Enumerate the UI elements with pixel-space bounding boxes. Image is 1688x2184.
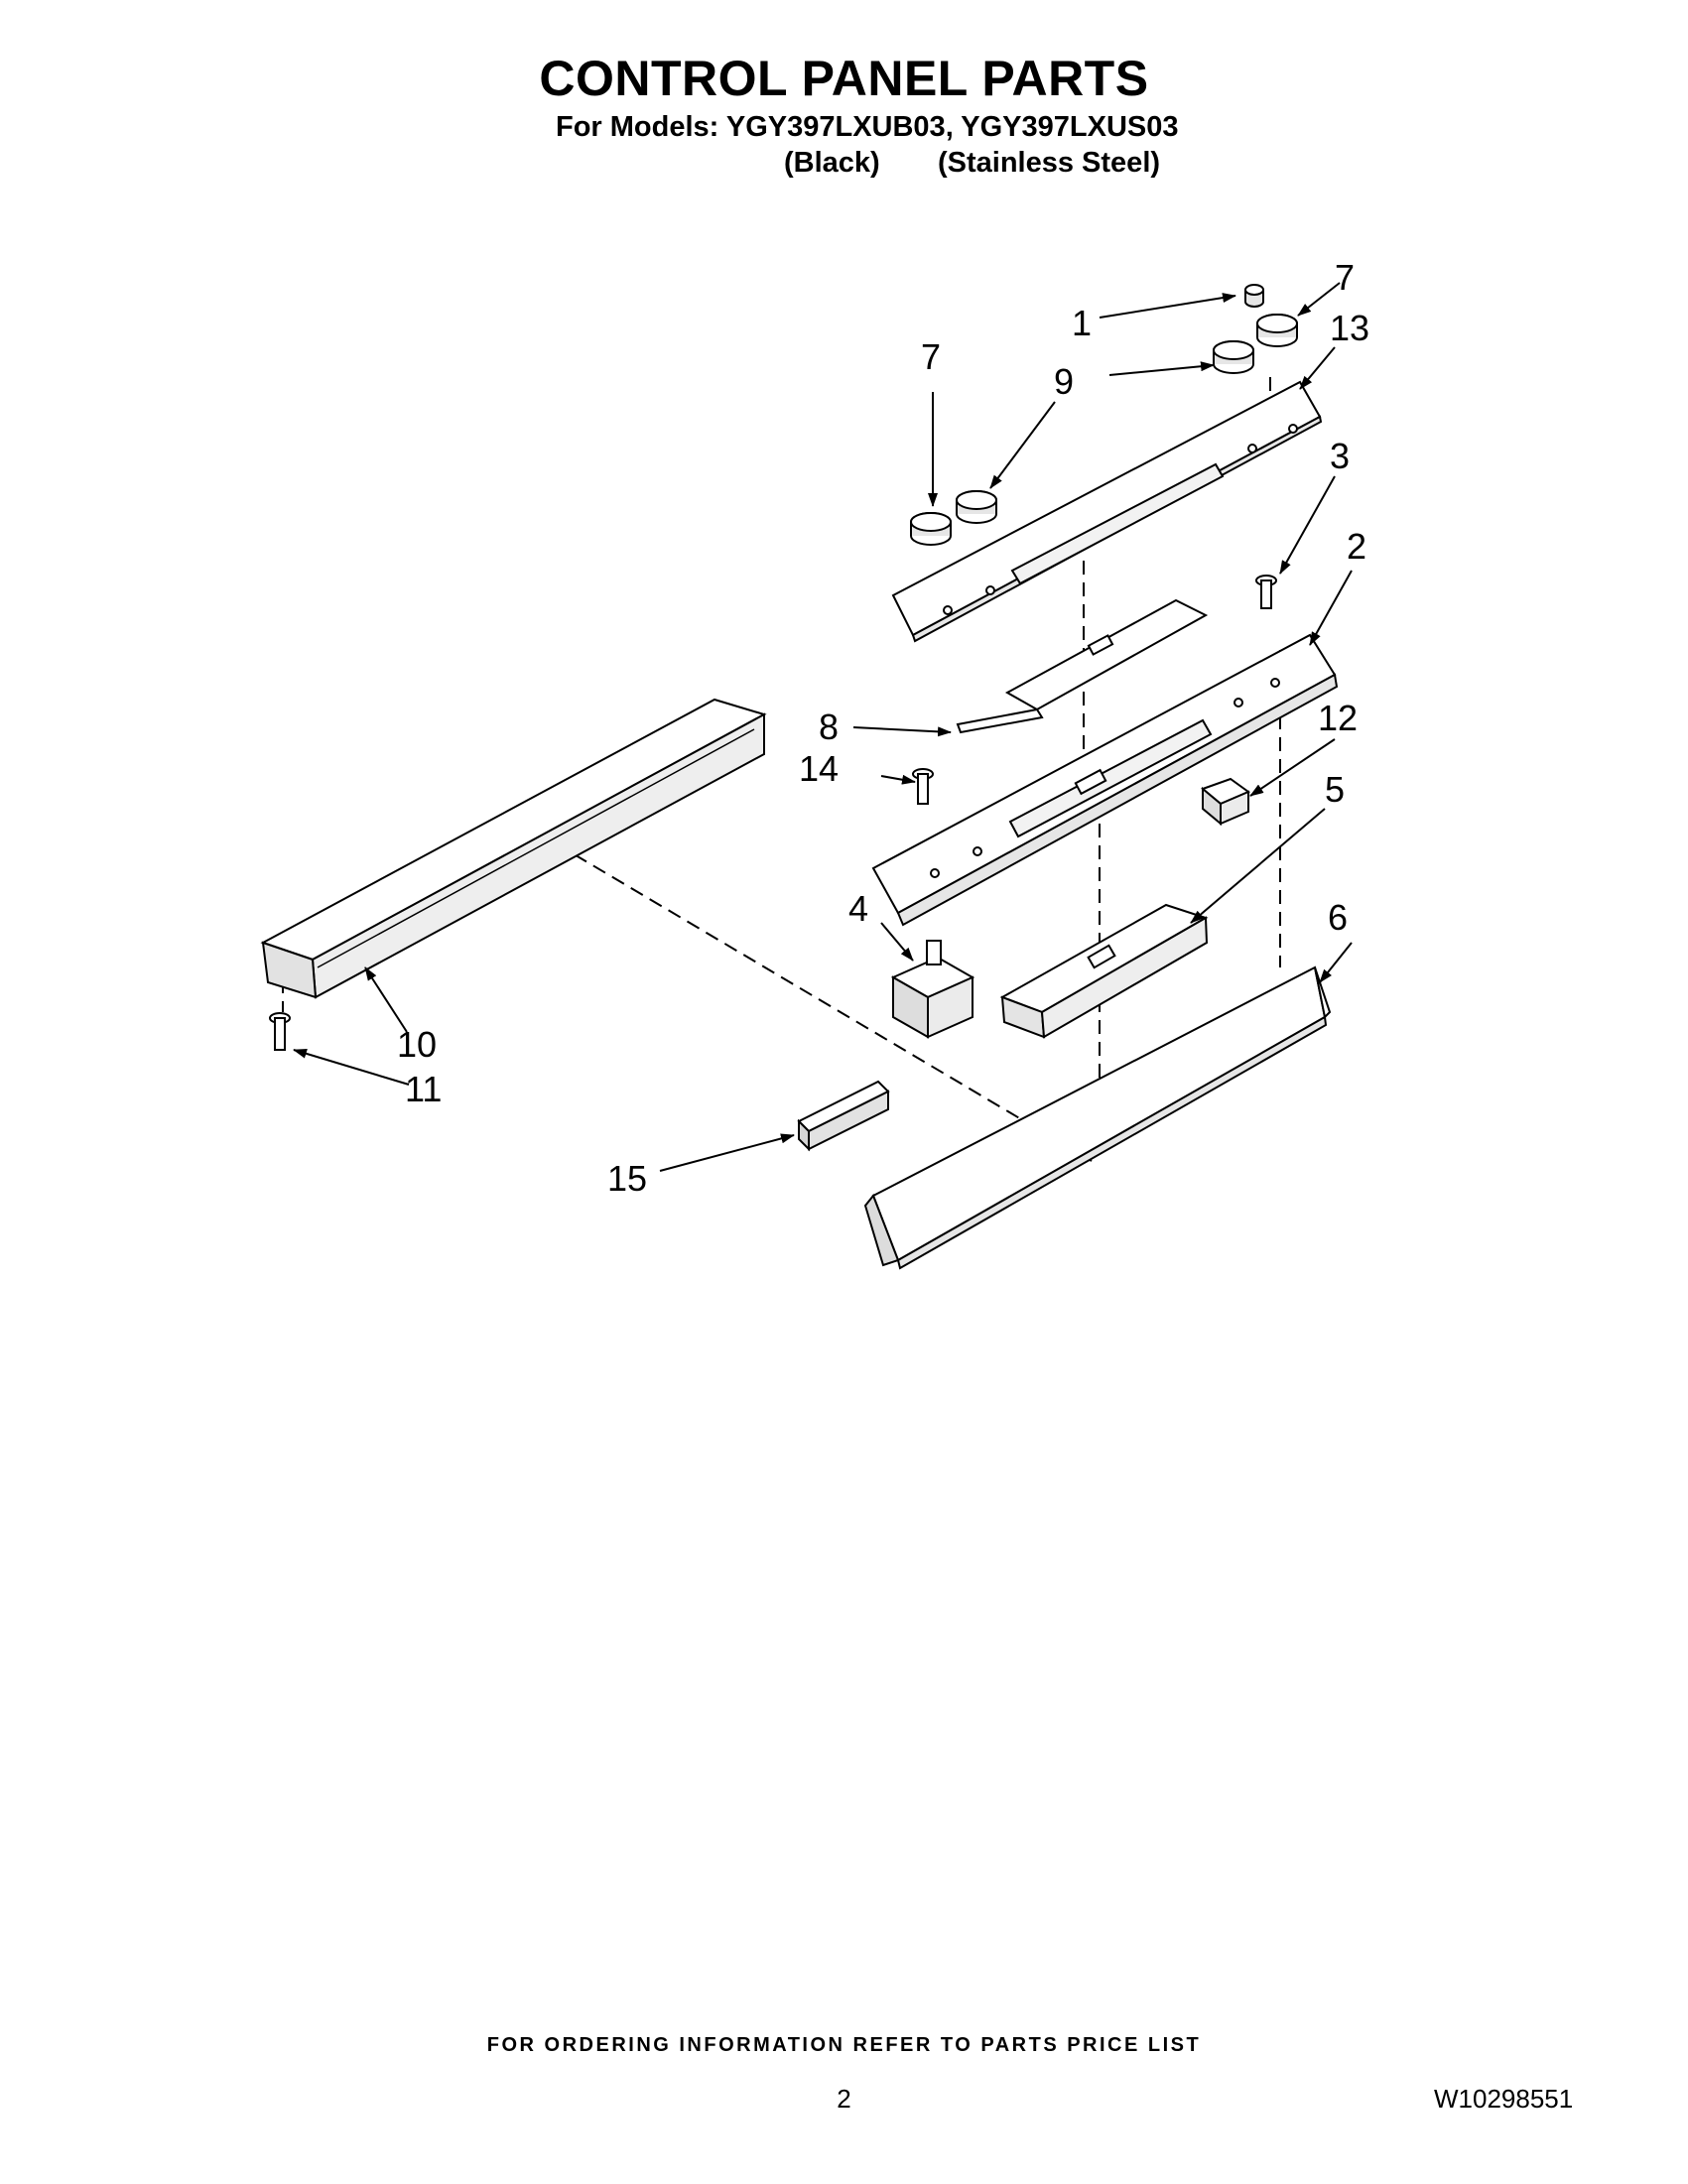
- callout-14: 14: [799, 748, 839, 789]
- variant-stainless: (Stainless Steel): [938, 147, 1161, 179]
- electronic-control-board: [999, 903, 1209, 1039]
- screw-14: [912, 768, 934, 805]
- callout-2: 2: [1347, 526, 1366, 567]
- knob-9-left: [956, 490, 997, 524]
- page-number: 2: [837, 2084, 851, 2114]
- knob-7-right: [1256, 314, 1298, 347]
- callout-5: 5: [1325, 769, 1345, 810]
- callout-15: 15: [607, 1158, 647, 1199]
- document-number: W10298551: [1434, 2084, 1574, 2114]
- callout-13: 13: [1330, 308, 1369, 348]
- callout-3: 3: [1330, 436, 1350, 476]
- variant-black: (Black): [784, 147, 880, 179]
- models-line: For Models: YGY397LXUB03, YGY397LXUS03: [556, 111, 1179, 143]
- callout-8: 8: [819, 707, 839, 747]
- page-title: CONTROL PANEL PARTS: [539, 51, 1149, 106]
- screw-11: [269, 1012, 291, 1051]
- control-panel-overlay: [891, 380, 1323, 643]
- callout-10: 10: [397, 1024, 437, 1065]
- callout-7-right: 7: [1335, 257, 1355, 298]
- callout-11: 11: [405, 1069, 442, 1109]
- callout-numbers: 1 7 13 7 9 3 2 8 12 14 5 4 6 10 11 15: [397, 257, 1369, 1199]
- console-trim: [863, 965, 1332, 1270]
- screw-3: [1255, 575, 1277, 609]
- knob-1-small: [1244, 284, 1264, 308]
- callout-1: 1: [1072, 303, 1092, 343]
- main-control-panel: [871, 633, 1339, 927]
- ordering-note: FOR ORDERING INFORMATION REFER TO PARTS …: [486, 2034, 1202, 2056]
- knob-9-right: [1213, 340, 1254, 374]
- knob-7-left: [910, 512, 952, 546]
- callout-6: 6: [1328, 897, 1348, 938]
- callout-9: 9: [1054, 361, 1074, 402]
- mounting-bracket: [260, 698, 767, 999]
- callout-leaders: [293, 282, 1353, 1172]
- screws: [269, 575, 1277, 1051]
- relay: [1201, 777, 1251, 827]
- callout-12: 12: [1318, 698, 1358, 738]
- callout-4: 4: [848, 888, 868, 929]
- rotary-switch: [890, 940, 975, 1039]
- membrane-switch-strip: [956, 598, 1209, 734]
- terminal-block: [797, 1080, 890, 1152]
- callout-7-left: 7: [921, 336, 941, 377]
- knobs: [910, 284, 1298, 546]
